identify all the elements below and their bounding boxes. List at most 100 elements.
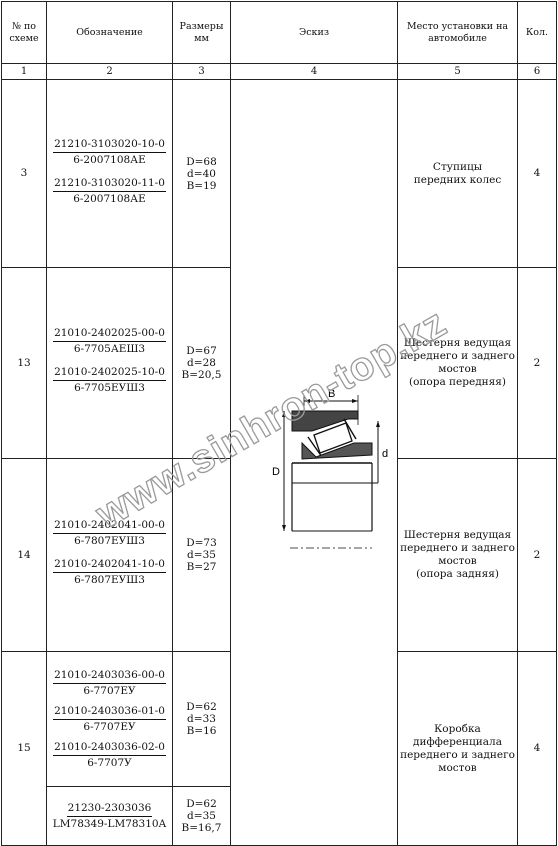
designation-cell: 21210-3103020-10-0 6-2007108АЕ 21210-310… bbox=[46, 79, 173, 268]
place-cell: Шестерня ведущая переднего и заднего мос… bbox=[397, 458, 518, 652]
dim-D: D=62 bbox=[186, 798, 217, 810]
dim-d: d=33 bbox=[187, 713, 216, 725]
dim-B: B=16 bbox=[186, 725, 217, 737]
code-top: 21010-2403036-02-0 bbox=[53, 741, 166, 756]
header-place: Место установки на автомобиле bbox=[397, 1, 518, 64]
code-bottom: 6-7707ЕУ bbox=[83, 684, 136, 697]
qty-cell: 2 bbox=[517, 458, 557, 652]
code-top: 21010-2402025-00-0 bbox=[53, 327, 166, 342]
row-num: 3 bbox=[1, 79, 47, 268]
row-num: 15 bbox=[1, 651, 47, 846]
dim-d: d=35 bbox=[187, 549, 216, 561]
place-cell: Ступицы передних колес bbox=[397, 79, 518, 268]
dims-cell: D=73 d=35 B=27 bbox=[172, 458, 231, 652]
dims-cell: D=62 d=35 B=16,7 bbox=[172, 786, 231, 846]
designation-cell: 21010-2402041-00-0 6-7807ЕУШ3 21010-2402… bbox=[46, 458, 173, 652]
header-num: № по схеме bbox=[1, 1, 47, 64]
column-numbers-row: 1 2 3 4 5 6 bbox=[1, 63, 557, 80]
code-top: 21010-2403036-01-0 bbox=[53, 705, 166, 720]
header-designation: Обозначение bbox=[46, 1, 173, 64]
dim-D: D=73 bbox=[186, 537, 217, 549]
dims-cell: D=62 d=33 B=16 bbox=[172, 651, 231, 787]
sketch-label-D: D bbox=[272, 466, 280, 478]
dim-D: D=68 bbox=[186, 155, 217, 168]
table-row: 13 21010-2402025-00-0 6-7705АЕШ3 21010-2… bbox=[1, 267, 557, 459]
place-line: (опора задняя) bbox=[416, 568, 499, 580]
code-top: 21230-2303036 bbox=[66, 802, 153, 817]
place-cell: Шестерня ведущая переднего и заднего мос… bbox=[397, 267, 518, 459]
code-bottom: 6-7807ЕУШ3 bbox=[74, 574, 145, 586]
place-line: переднего и заднего bbox=[400, 542, 515, 554]
code-bottom: 6-7807ЕУШ3 bbox=[74, 535, 145, 547]
dim-D: D=62 bbox=[186, 701, 217, 713]
place-line: мостов bbox=[438, 363, 477, 375]
place-line: переднего и заднего bbox=[400, 748, 515, 761]
code-pair: 21010-2402025-00-0 6-7705АЕШ3 bbox=[47, 327, 172, 356]
place-line: передних колес bbox=[413, 173, 502, 186]
sketch-label-d: d bbox=[382, 448, 388, 460]
qty-cell: 4 bbox=[517, 79, 557, 268]
col-number: 3 bbox=[172, 63, 231, 80]
row-num: 14 bbox=[1, 458, 47, 652]
qty-cell: 2 bbox=[517, 267, 557, 459]
dim-d: d=40 bbox=[187, 167, 216, 180]
dims-cell: D=67 d=28 B=20,5 bbox=[172, 267, 231, 459]
row-num: 13 bbox=[1, 267, 47, 459]
place-line: Ступицы bbox=[432, 160, 483, 173]
code-top: 21010-2402041-10-0 bbox=[53, 558, 166, 573]
col-number: 2 bbox=[46, 63, 173, 80]
place-line: Шестерня ведущая bbox=[403, 529, 512, 541]
code-pair: 21210-3103020-11-0 6-2007108АЕ bbox=[47, 177, 172, 206]
place-line: мостов bbox=[438, 555, 477, 567]
code-bottom: 6-2007108АЕ bbox=[73, 192, 146, 205]
dim-B: B=16,7 bbox=[181, 822, 222, 834]
place-line: Шестерня ведущая bbox=[403, 337, 512, 349]
dim-d: d=28 bbox=[187, 357, 216, 369]
qty-cell: 4 bbox=[517, 651, 557, 846]
dim-B: B=20,5 bbox=[181, 369, 222, 381]
code-bottom: 6-7707ЕУ bbox=[83, 720, 136, 733]
code-pair: 21010-2403036-01-0 6-7707ЕУ bbox=[47, 705, 172, 734]
code-pair: 21010-2403036-02-0 6-7707У bbox=[47, 741, 172, 770]
table-row: 3 21210-3103020-10-0 6-2007108АЕ 21210-3… bbox=[1, 79, 557, 846]
dim-d: d=35 bbox=[187, 810, 216, 822]
code-top: 21010-2402025-10-0 bbox=[53, 366, 166, 381]
sketch-label-B: B bbox=[328, 388, 335, 400]
code-bottom: 6-7707У bbox=[87, 756, 132, 769]
header-qty: Кол. bbox=[517, 1, 557, 64]
col-number: 6 bbox=[517, 63, 557, 80]
dims-cell: D=68 d=40 B=19 bbox=[172, 79, 231, 268]
table-row: 14 21010-2402041-00-0 6-7807ЕУШ3 21010-2… bbox=[1, 458, 557, 652]
dim-B: B=19 bbox=[186, 179, 217, 192]
table-subrow: 21230-2303036 LM78349-LM78310A D=62 d=35… bbox=[2, 786, 557, 846]
code-pair: 21010-2402025-10-0 6-7705ЕУШ3 bbox=[47, 366, 172, 395]
code-bottom: 6-7705АЕШ3 bbox=[73, 343, 146, 355]
header-row: № по схеме Обозначение Размеры мм Эскиз … bbox=[1, 1, 557, 64]
code-top: 21010-2402041-00-0 bbox=[53, 519, 166, 534]
place-line: мостов bbox=[438, 761, 477, 774]
dim-B: B=27 bbox=[186, 561, 217, 573]
code-top: 21010-2403036-00-0 bbox=[53, 669, 166, 684]
code-bottom: 6-7705ЕУШ3 bbox=[74, 382, 145, 394]
col-number: 1 bbox=[1, 63, 47, 80]
code-top: 21210-3103020-10-0 bbox=[53, 138, 166, 153]
code-pair: 21010-2402041-10-0 6-7807ЕУШ3 bbox=[47, 558, 172, 587]
place-line: переднего и заднего bbox=[400, 350, 515, 362]
table-row: 15 21010-2403036-00-0 6-7707ЕУ 21010-240… bbox=[1, 651, 557, 846]
place-cell: Коробка дифференциала переднего и заднег… bbox=[397, 651, 518, 846]
designation-cell: 21010-2403036-00-0 6-7707ЕУ 21010-240303… bbox=[46, 651, 173, 787]
designation-cell: 21230-2303036 LM78349-LM78310A bbox=[46, 786, 173, 846]
header-sketch: Эскиз bbox=[230, 1, 398, 64]
code-pair: 21010-2403036-00-0 6-7707ЕУ bbox=[47, 669, 172, 698]
col-number: 5 bbox=[397, 63, 518, 80]
place-line: дифференциала bbox=[413, 735, 502, 748]
dim-D: D=67 bbox=[186, 345, 217, 357]
designation-cell: 21010-2402025-00-0 6-7705АЕШ3 21010-2402… bbox=[46, 267, 173, 459]
col-number: 4 bbox=[230, 63, 398, 80]
sketch-cell: B D d bbox=[230, 79, 398, 846]
code-bottom: 6-2007108АЕ bbox=[73, 153, 146, 166]
place-line: Коробка bbox=[434, 722, 481, 735]
code-bottom: LM78349-LM78310A bbox=[52, 817, 167, 830]
place-line: (опора передняя) bbox=[408, 376, 506, 388]
